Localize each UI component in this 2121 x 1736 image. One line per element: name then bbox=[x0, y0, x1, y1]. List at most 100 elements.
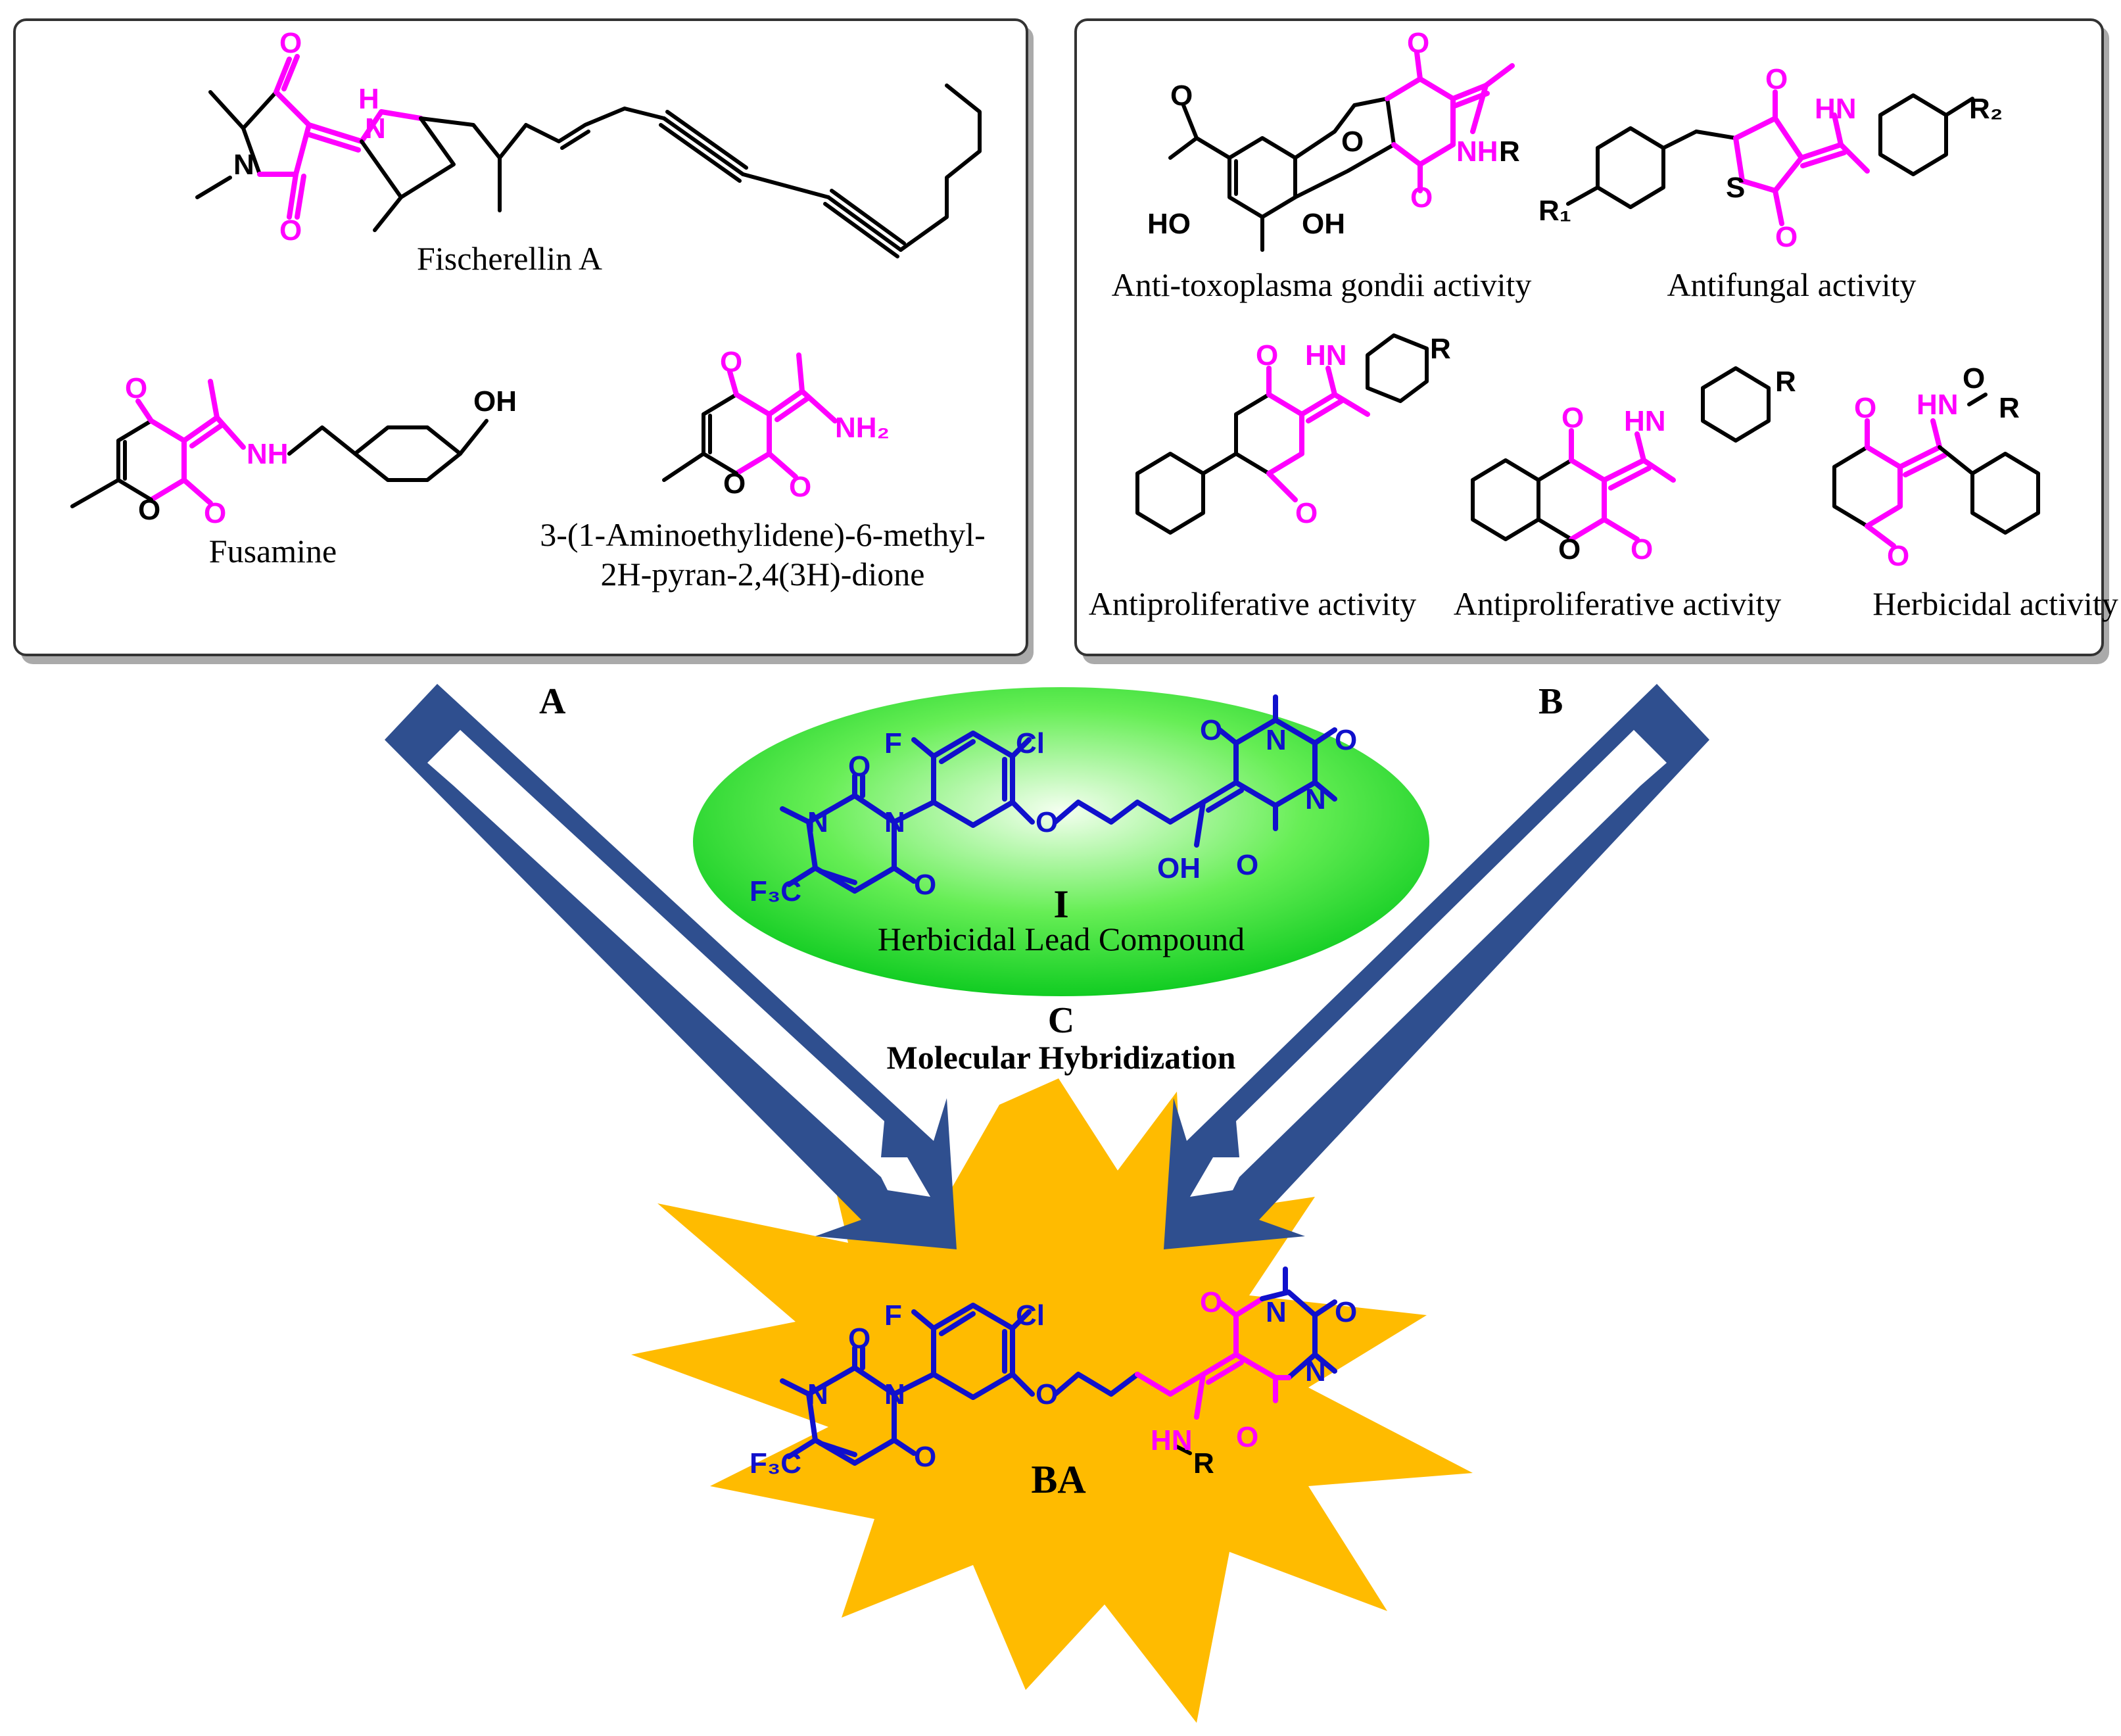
structure-chromanedione: O O O HN R bbox=[1471, 366, 1796, 566]
lead-ellipse bbox=[693, 687, 1429, 996]
panel-a-frame bbox=[13, 18, 1028, 656]
strategy-label: Molecular Hybridization bbox=[887, 1039, 1236, 1076]
panel-b: O O O O NH R HO OH Anti-toxoplasma gondi… bbox=[1074, 18, 2118, 664]
atom-nh: NH bbox=[247, 438, 289, 470]
atom-o-uracil: O bbox=[848, 1322, 870, 1355]
atom-o: O bbox=[720, 346, 742, 378]
structure-aminoethylidene-pyrandione: O O O NH₂ bbox=[662, 346, 890, 503]
atom-o-bottom: O bbox=[279, 214, 302, 247]
atom-n-pyrroline: N bbox=[365, 112, 386, 145]
label-c: C bbox=[1048, 1000, 1074, 1041]
atom-hn: HN bbox=[1815, 93, 1857, 125]
atom-oh: OH bbox=[473, 385, 517, 418]
atom-n1: N bbox=[807, 1378, 828, 1410]
atom-cl: Cl bbox=[1016, 1299, 1045, 1332]
atom-o-lactone: O bbox=[789, 471, 811, 503]
atom-o-ether: O bbox=[1036, 1378, 1058, 1410]
atom-o-uracil2: O bbox=[914, 869, 936, 901]
atom-cl: Cl bbox=[1016, 727, 1045, 760]
atom-o: O bbox=[1561, 402, 1584, 434]
atom-o-uracil2: O bbox=[914, 1441, 936, 1473]
atom-oh: OH bbox=[1302, 208, 1345, 240]
atom-n3: N bbox=[884, 1378, 905, 1410]
atom-h: H bbox=[358, 83, 379, 115]
atom-nh2: NH₂ bbox=[835, 412, 890, 444]
structure-target-ba: F Cl O N N O F₃C O HN R O N O N O bbox=[750, 1266, 1357, 1480]
atom-o-ring: O bbox=[1558, 533, 1581, 566]
atom-hn: HN bbox=[1917, 389, 1959, 421]
caption-fischerellin-a: Fischerellin A bbox=[417, 240, 602, 277]
atom-ho: HO bbox=[1147, 208, 1191, 240]
atom-o2: O bbox=[1631, 533, 1653, 566]
atom-r: R bbox=[1499, 135, 1520, 168]
atom-o-barb2: O bbox=[1335, 1296, 1357, 1328]
arrow-b bbox=[1164, 684, 1709, 1249]
atom-o: O bbox=[1256, 339, 1278, 372]
atom-o2: O bbox=[1410, 181, 1433, 214]
atom-o-barb3: O bbox=[1236, 1421, 1258, 1453]
structure-thiolactone-enamine: R₁ O S O HN R₂ bbox=[1538, 63, 2003, 253]
atom-cf3: F₃C bbox=[750, 1447, 801, 1480]
atom-o-uracil: O bbox=[848, 750, 870, 783]
atom-o-barb1: O bbox=[1200, 714, 1222, 746]
atom-r2: R₂ bbox=[1969, 93, 2003, 125]
atom-n3: N bbox=[884, 806, 905, 838]
atom-o: O bbox=[1407, 27, 1429, 59]
caption-activity-4: Antiproliferative activity bbox=[1454, 585, 1781, 622]
atom-n1: N bbox=[807, 806, 828, 838]
atom-f: F bbox=[884, 1299, 902, 1332]
structure-usnic-enamine: O O O O NH R HO OH bbox=[1147, 27, 1520, 252]
atom-r: R bbox=[1193, 1447, 1214, 1480]
caption-aminoethylidene-line1: 3-(1-Aminoethylidene)-6-methyl- bbox=[540, 516, 986, 553]
atom-o2: O bbox=[1775, 221, 1798, 253]
target-label: BA bbox=[1031, 1458, 1085, 1501]
atom-o-furan: O bbox=[1341, 126, 1364, 158]
atom-oh: OH bbox=[1157, 852, 1201, 884]
caption-fusamine: Fusamine bbox=[209, 533, 337, 569]
atom-n-barb2: N bbox=[1305, 1355, 1326, 1387]
lead-id: I bbox=[1053, 882, 1068, 926]
atom-o-ether: O bbox=[1036, 806, 1058, 838]
atom-n-barb1: N bbox=[1266, 724, 1287, 756]
atom-o-lactone: O bbox=[204, 497, 226, 529]
structure-fischerellin-a: N O O H N bbox=[195, 27, 982, 258]
atom-o2: O bbox=[1295, 497, 1318, 529]
caption-activity-1: Anti-toxoplasma gondii activity bbox=[1112, 266, 1532, 303]
atom-o2: O bbox=[1887, 540, 1909, 572]
atom-nh: NH bbox=[1456, 135, 1498, 168]
atom-hn: HN bbox=[1624, 405, 1666, 437]
label-a: A bbox=[539, 681, 566, 722]
atom-hn: HN bbox=[1305, 339, 1347, 372]
atom-o-ring: O bbox=[138, 494, 160, 526]
panel-a: N O O H N Fischerellin A O O O NH O bbox=[13, 18, 1034, 664]
atom-n-barb2: N bbox=[1305, 783, 1326, 815]
arrow-a bbox=[385, 684, 957, 1249]
atom-r1: R₁ bbox=[1538, 195, 1571, 227]
atom-o-barb2: O bbox=[1335, 724, 1357, 756]
caption-activity-5: Herbicidal activity bbox=[1872, 585, 2118, 622]
atom-r: R bbox=[1430, 333, 1451, 365]
atom-cf3: F₃C bbox=[750, 875, 801, 907]
caption-aminoethylidene-line2: 2H-pyran-2,4(3H)-dione bbox=[601, 556, 925, 592]
atom-f: F bbox=[884, 727, 902, 760]
atom-n-barb1: N bbox=[1266, 1296, 1287, 1328]
label-b: B bbox=[1538, 681, 1563, 722]
atom-o-ring: O bbox=[723, 468, 746, 500]
atom-o-barb3: O bbox=[1236, 849, 1258, 881]
atom-o: O bbox=[1854, 392, 1876, 424]
structure-oxime-ether: O O HN O R bbox=[1832, 362, 2040, 572]
caption-activity-3: Antiproliferative activity bbox=[1089, 585, 1416, 622]
structure-fusamine: O O O NH OH bbox=[70, 372, 517, 529]
atom-o-ether: O bbox=[1963, 362, 1985, 395]
structure-phenylcyclohexanedione: O O HN R bbox=[1135, 333, 1451, 535]
atom-o-top: O bbox=[279, 27, 302, 59]
structure-lead-compound-i: F Cl O N N O F₃C O OH O N O N O bbox=[750, 694, 1357, 907]
atom-o-acetyl: O bbox=[1170, 80, 1193, 112]
caption-activity-2: Antifungal activity bbox=[1667, 266, 1916, 303]
atom-o: O bbox=[1765, 63, 1788, 95]
atom-n-methyl: N bbox=[233, 149, 254, 181]
lead-name: Herbicidal Lead Compound bbox=[878, 921, 1245, 957]
atom-r: R bbox=[1999, 392, 2020, 424]
atom-hn: HN bbox=[1151, 1424, 1193, 1457]
